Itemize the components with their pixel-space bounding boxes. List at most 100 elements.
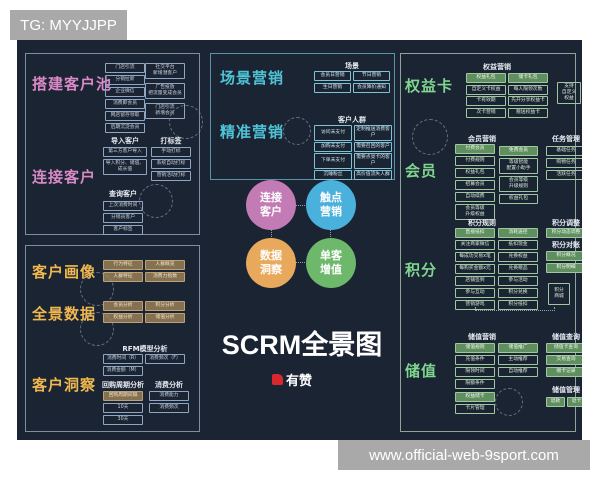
rfm-title: RFM模型分析 — [122, 345, 168, 353]
consume-items: 消费能力消费频次 — [149, 391, 189, 413]
scene-items: 会员日营销节日营销生日营销会员降价通知 — [314, 71, 392, 93]
stored-query-header: 储值查询 — [552, 333, 580, 341]
stored-marketing-header: 储值营销 — [468, 333, 496, 341]
consume-title: 消费分析 — [155, 381, 183, 389]
diagram-box: 积分抵扣 — [498, 300, 538, 310]
pool-channels: 社交平台 新增潜客户广告投放 把流量变成会员门店引流 新增会员 — [145, 63, 185, 119]
stored-mgmt-items: 退款退卡 — [546, 397, 582, 407]
tag-items: 手动打标系统自动打标营销活动打标 — [151, 147, 191, 181]
diagram-box: 每购买金额x元 — [455, 264, 495, 274]
diagram-box: 需要召回的客户 — [354, 142, 392, 152]
diagram-box: 自动推荐 — [498, 367, 538, 377]
diagram-box: 权益礼包 — [499, 194, 538, 204]
diagram-box: 广告投放 把流量变成会员 — [145, 83, 185, 99]
diagram-box: 储值推广 — [498, 343, 538, 353]
diagram-box: 下单未支付 — [314, 153, 352, 169]
points-mall-box: 积分 商城 — [548, 283, 570, 305]
diagram-box: 手动打标 — [151, 147, 191, 157]
rights-items: 权益礼包储卡礼包自定义卡权益每人限领次数卡有效期先开分享权益卡次卡营销赠送权益卡 — [466, 73, 548, 118]
diagram-box: 消费即会员 — [105, 99, 145, 109]
task-header: 任务管理 — [552, 135, 580, 143]
stored-rule-items: 储值规则充值条件限领时间限额条件 — [455, 343, 495, 389]
panel-touchpoint-marketing — [210, 53, 395, 180]
diagram-box: 卡有效期 — [466, 96, 506, 106]
dashed-circle — [495, 388, 523, 416]
diagram-box: 参与活动 — [498, 276, 538, 286]
diagram-box: 购物任务 — [546, 158, 582, 168]
title-precise-marketing: 精准营销 — [220, 123, 285, 141]
scrm-diagram: 搭建客户池 门店引流分销拉新企业微信消费即会员网店留存领取后期沉淀会员 社交平台… — [17, 40, 582, 440]
diagram-box: 加购未支付 — [314, 142, 352, 152]
import-title: 导入客户 — [111, 137, 139, 145]
diagram-box: 消费力指数 — [145, 272, 185, 282]
diagram-box: 后期沉淀会员 — [105, 123, 145, 133]
diagram-box: 消费频次（F） — [145, 354, 185, 364]
diagram-box: 充值条件 — [455, 355, 495, 365]
diagram-box: 分销拉新 — [105, 75, 145, 85]
diagram-box: 直接抵扣 — [455, 228, 495, 238]
panel-customer-value — [400, 53, 576, 432]
diagram-box: 社交平台 新增潜客户 — [145, 63, 185, 79]
points-adjust-items: 积分动态调整 — [546, 228, 582, 238]
diagram-box: 网店留存领取 — [105, 111, 145, 121]
diagram-box: 定制推送消费客户 — [354, 125, 392, 141]
diagram-box: 储值卡查询 — [546, 343, 582, 353]
diagram-box: 30天 — [103, 415, 143, 425]
task-items: 基础任务购物任务活跃任务 — [546, 146, 582, 180]
circle-data-insight: 数据 洞察 — [246, 238, 296, 288]
brand-logo: 有赞 — [272, 370, 312, 389]
diagram-box: 回购周期间隔 — [103, 391, 143, 401]
diagram-box: 赠卡记录 — [546, 367, 582, 377]
points-rule-header: 积分规则 — [468, 219, 496, 227]
diagram-box: 营销活动打标 — [151, 171, 191, 181]
points-earn-items: 直接抵扣关注商家微信每成功交易x笔每购买金额x元店铺签到参与互动营销游戏 — [455, 228, 495, 310]
title-customer-portrait: 客户画像 — [32, 263, 97, 281]
query-title: 查询客户 — [109, 190, 137, 198]
title-rights-card: 权益卡 — [405, 77, 454, 95]
crowd-items: 访问未支付定制推送消费客户加购未支付需要召回的客户下单未支付需要点亮卡的客户沉睡… — [314, 125, 394, 180]
diagram-box: 分销员客户 — [103, 213, 143, 223]
member-free-items: 免费会员等级智能 配置小助手会员等级 升级规则权益礼包 — [499, 146, 538, 204]
diagram-box: 储卡礼包 — [508, 73, 548, 83]
diagram-box: 等级智能 配置小助手 — [499, 158, 538, 174]
diagram-box: 消费金额（M） — [103, 366, 143, 376]
diagram-box: 访问未支付 — [314, 125, 352, 141]
diagram-box: 自动续费 — [455, 192, 495, 202]
points-check-items: 积分概况积分明细 — [546, 251, 582, 273]
diagram-box: 权益储卡 — [455, 392, 495, 402]
dashed-circle — [80, 312, 114, 346]
pool-sources: 门店引流分销拉新企业微信消费即会员网店留存领取后期沉淀会员 — [105, 63, 145, 133]
circle-touchpoint-marketing: 触点 营销 — [306, 180, 356, 230]
diagram-box: 限领时间 — [455, 367, 495, 377]
diagram-box: 次卡营销 — [466, 107, 506, 118]
diagram-box: 活跃任务 — [546, 170, 582, 180]
data-items: 会员分析积分分析权益分析储值分析 — [103, 301, 187, 323]
stored-mgmt-header: 储值管理 — [552, 386, 580, 394]
watermark-bottom-right: www.official-web-9sport.com — [338, 440, 590, 470]
diagram-box: 积分明细 — [546, 263, 582, 273]
stored-card-items: 权益储卡卡片管理 — [455, 392, 495, 414]
diagram-box: 店铺签到 — [455, 276, 495, 286]
diagram-title: SCRM全景图 — [221, 330, 383, 360]
diagram-box: 免费会员 — [499, 146, 538, 156]
diagram-box: 参与互动 — [455, 288, 495, 298]
title-connect-customer: 连接客户 — [32, 168, 97, 186]
diagram-box: 积分分析 — [145, 301, 185, 311]
diagram-box: 会员等级 升级规则 — [499, 176, 538, 192]
diagram-box: 人群概览 — [145, 260, 185, 270]
scene-header: 场景 — [345, 62, 359, 70]
diagram-box: 抵扣现金 — [498, 240, 538, 250]
dashed-circle — [139, 184, 173, 218]
diagram-box: 兑换赠品 — [498, 264, 538, 274]
diagram-box: 消费频次 — [149, 403, 189, 413]
diagram-box: 积分动态调整 — [546, 228, 582, 238]
diagram-box: 消费时间（R） — [103, 354, 143, 364]
diagram-box: 兑换权益 — [498, 252, 538, 262]
title-stored-value: 储值 — [405, 362, 438, 380]
diagram-box: 权益礼包 — [455, 168, 495, 178]
repurchase-title: 回购周期分析 — [102, 381, 144, 389]
member-paid-items: 付费会员付费规则权益礼包招募会员自动续费会员等级 升级权益 — [455, 144, 495, 220]
diagram-box: 权益礼包 — [466, 73, 506, 83]
dashed-circle — [169, 105, 203, 139]
